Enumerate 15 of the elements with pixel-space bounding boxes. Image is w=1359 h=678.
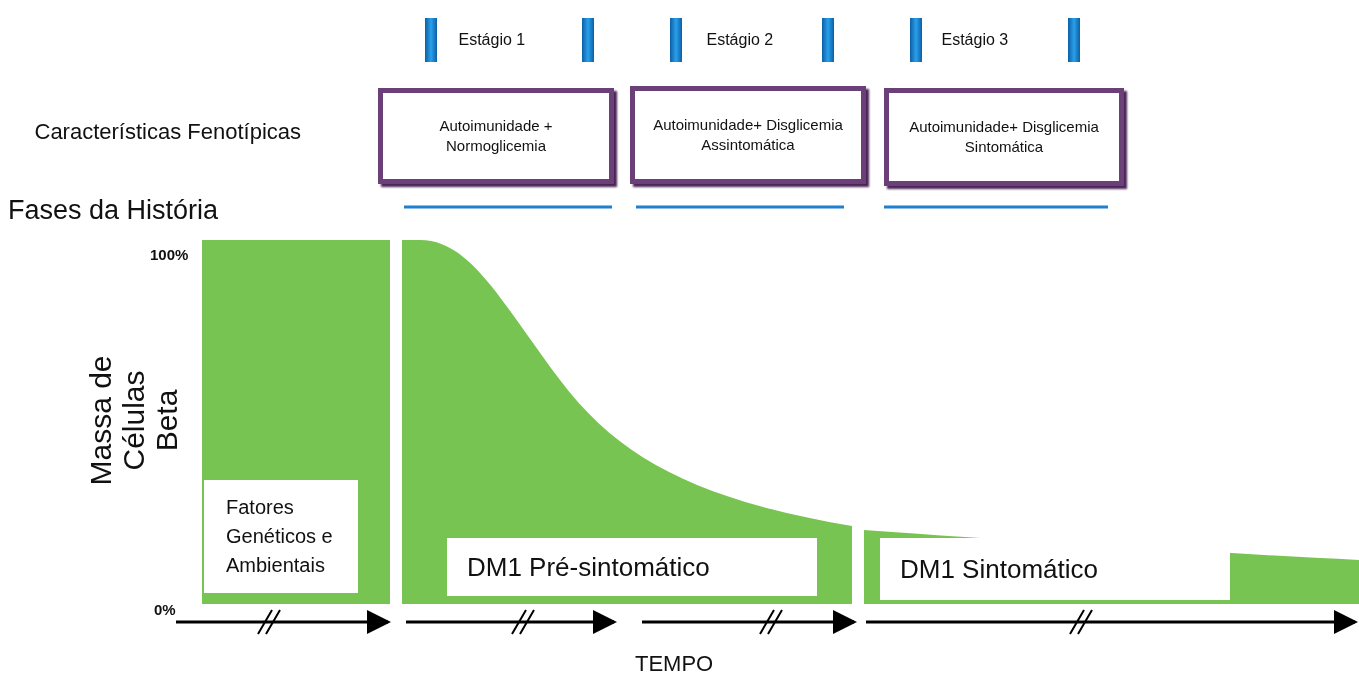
phenotype-box: Autoimunidade + Normoglicemia — [378, 88, 614, 184]
phase-box: Fatores Genéticos e Ambientais — [204, 480, 358, 593]
stage-label: Estágio 2 — [706, 31, 774, 49]
stage-label: Estágio 3 — [941, 31, 1009, 49]
row-label: Características Fenotípicas — [34, 119, 302, 145]
phenotype-box: Autoimunidade+ Disglicemia Assintomática — [630, 86, 866, 184]
axis-title: Massa de Células Beta — [83, 353, 183, 488]
axis-tick-label: 100% — [150, 245, 189, 263]
phase-box: DM1 Sintomático — [880, 538, 1230, 600]
stage-label: Estágio 1 — [458, 31, 526, 49]
axis-tick-label: 0% — [154, 600, 176, 618]
phase-box: DM1 Pré-sintomático — [447, 538, 817, 596]
axis-title: TEMPO — [635, 651, 714, 677]
row-label: Fases da História — [8, 194, 219, 226]
phenotype-box: Autoimunidade+ Disglicemia Sintomática — [884, 88, 1124, 186]
